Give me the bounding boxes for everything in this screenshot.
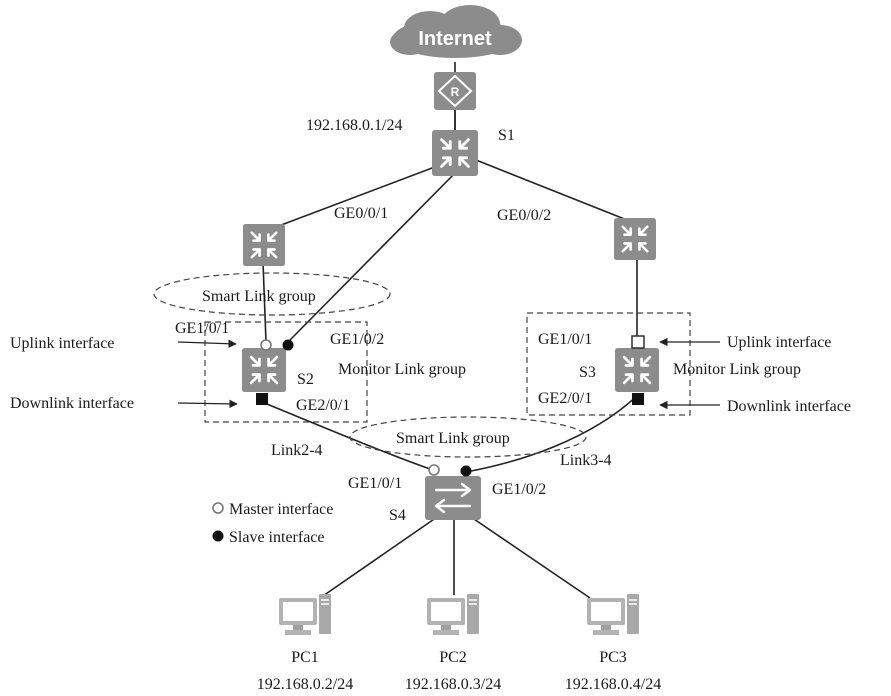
smart-link-group-bottom-label: Smart Link group xyxy=(396,430,510,447)
port-s2-up1-label: GE1/0/1 xyxy=(175,320,229,337)
s2-slave-interface-marker xyxy=(282,339,294,351)
link-3-4 xyxy=(465,394,639,473)
port-s1-right-label: GE0/0/2 xyxy=(497,207,551,224)
s3-downlink-marker xyxy=(632,393,644,405)
legend-master-label: Master interface xyxy=(229,501,333,518)
uplink-right-label: Uplink interface xyxy=(727,334,831,351)
smart-link-group-top-outline xyxy=(153,272,391,316)
pc1-icon xyxy=(278,593,332,636)
monitor-link-group-right-outline xyxy=(526,312,691,416)
s3-uplink-marker xyxy=(631,335,645,349)
link-s1-s3-upstream xyxy=(475,159,628,221)
downlink-left-label: Downlink interface xyxy=(10,395,134,412)
link-s4-pc3 xyxy=(467,514,591,599)
internet-label: Internet xyxy=(418,28,492,50)
links xyxy=(261,62,639,599)
s2-downlink-marker xyxy=(256,393,268,405)
port-s2-up2-label: GE1/0/2 xyxy=(330,331,384,348)
pc1-ip: 192.168.0.2/24 xyxy=(257,676,353,693)
svg-text:R: R xyxy=(451,85,460,99)
port-s3-down-label: GE2/0/1 xyxy=(538,390,592,407)
switch-upstream-right-icon xyxy=(612,218,658,260)
uplink-left-arrow xyxy=(177,339,237,348)
port-s3-up-label: GE1/0/1 xyxy=(538,331,592,348)
pc3-name: PC3 xyxy=(599,649,627,666)
switch-s3-icon xyxy=(614,348,660,392)
legend-slave-marker xyxy=(212,530,224,542)
monitor-link-group-left-outline xyxy=(204,321,368,423)
legend-master-marker xyxy=(212,502,224,514)
link-left-switch-s2 xyxy=(262,261,267,343)
legend-slave-label: Slave interface xyxy=(229,529,325,546)
switch-s4-icon xyxy=(425,476,481,520)
s3-label: S3 xyxy=(579,364,596,381)
router-icon: R xyxy=(434,72,476,110)
switch-upstream-left-icon xyxy=(241,224,287,266)
link-s1-s2 xyxy=(289,167,461,341)
internet-cloud-icon xyxy=(390,5,522,58)
link-2-4-label: Link2-4 xyxy=(271,442,323,459)
link-3-4-label: Link3-4 xyxy=(560,452,612,469)
port-s1-left-label: GE0/0/1 xyxy=(334,205,388,222)
pc2-name: PC2 xyxy=(439,649,467,666)
link-2-4 xyxy=(261,401,434,471)
port-s2-down-label: GE2/0/1 xyxy=(296,397,350,414)
s4-slave-interface-marker xyxy=(460,465,472,477)
s1-label: S1 xyxy=(498,127,515,144)
switch-s2-icon xyxy=(241,348,287,392)
downlink-right-label: Downlink interface xyxy=(727,398,851,415)
port-s4-right-label: GE1/0/2 xyxy=(492,481,546,498)
s2-master-interface-marker xyxy=(260,339,272,351)
monitor-link-group-right-label: Monitor Link group xyxy=(673,361,801,378)
pc3-ip: 192.168.0.4/24 xyxy=(565,676,661,693)
downlink-left-arrow xyxy=(177,399,238,409)
port-s4-left-label: GE1/0/1 xyxy=(348,475,402,492)
uplink-left-label: Uplink interface xyxy=(10,335,114,352)
link-s4-pc1 xyxy=(319,514,441,599)
s4-master-interface-marker xyxy=(428,464,440,476)
smart-link-group-top-label: Smart Link group xyxy=(202,288,316,305)
s2-label: S2 xyxy=(297,371,314,388)
pc1-name: PC1 xyxy=(291,649,319,666)
ip-top-label: 192.168.0.1/24 xyxy=(306,117,402,134)
monitor-link-group-left-label: Monitor Link group xyxy=(338,361,466,378)
pc2-ip: 192.168.0.3/24 xyxy=(405,676,501,693)
s4-label: S4 xyxy=(389,507,406,524)
pc3-icon xyxy=(586,593,640,636)
link-s1-left-switch xyxy=(267,164,441,231)
smart-link-group-bottom-outline xyxy=(349,416,587,458)
pc2-icon xyxy=(426,593,480,636)
switch-s1-icon xyxy=(432,130,478,176)
